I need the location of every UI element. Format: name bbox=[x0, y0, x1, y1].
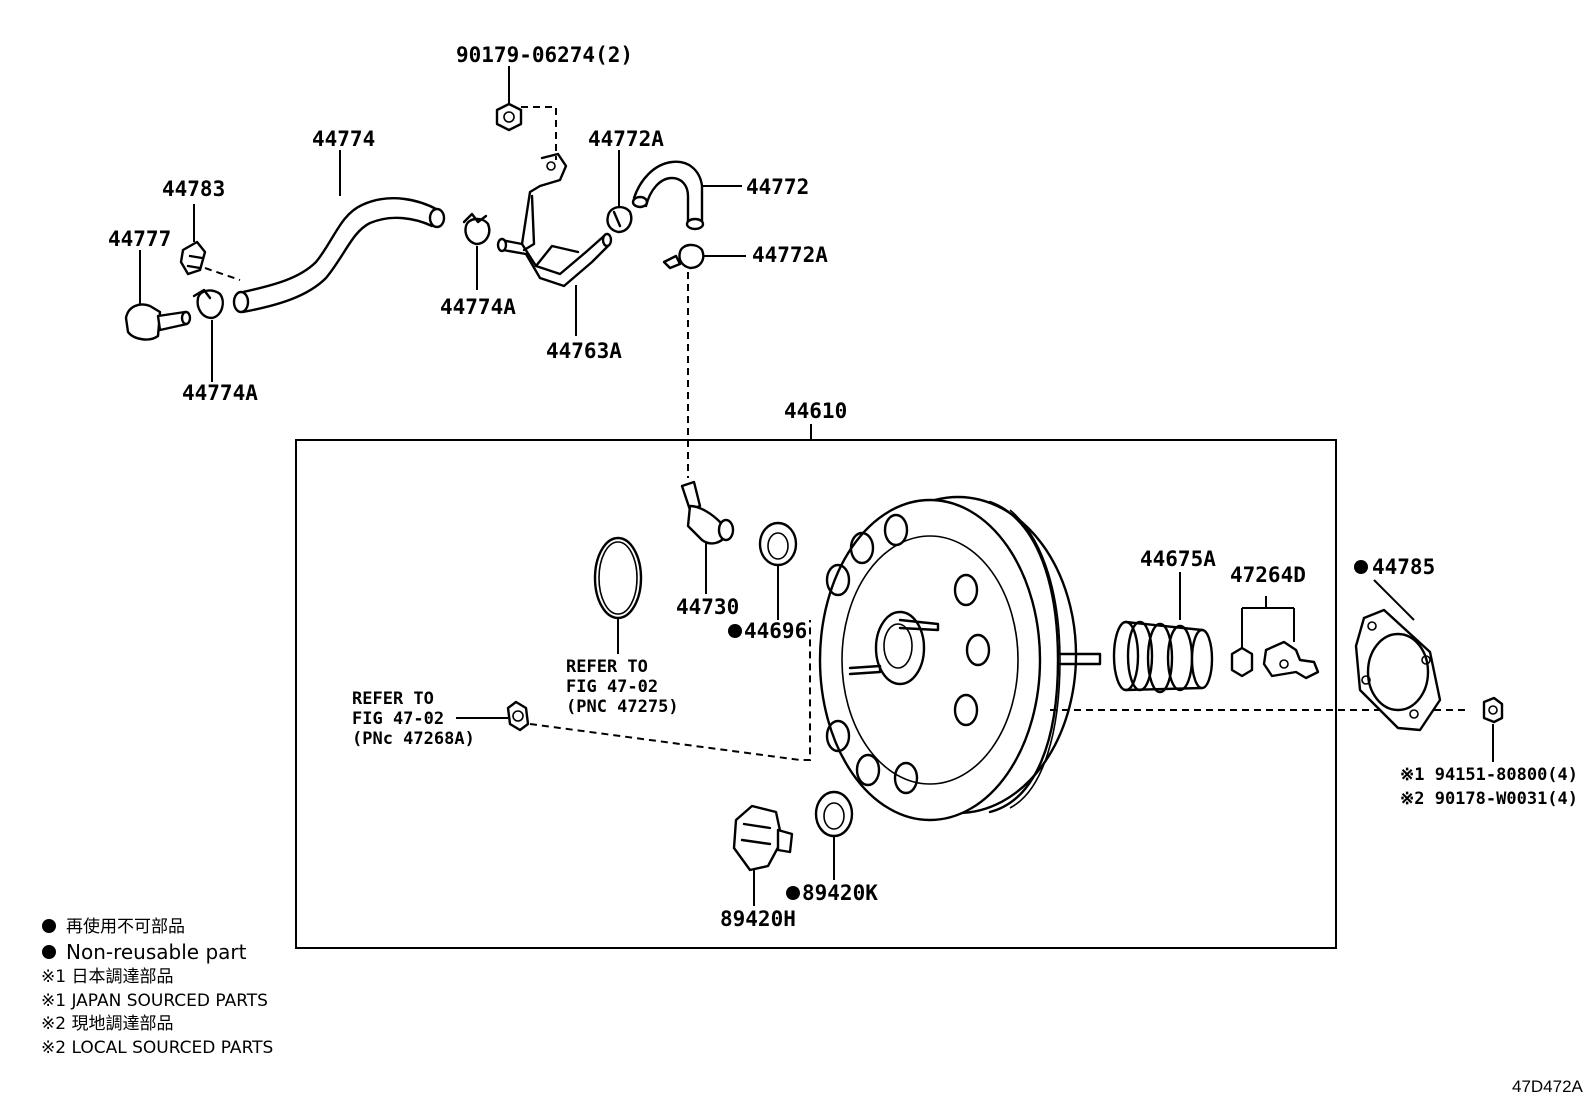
pressure-sensor-89420H[interactable] bbox=[732, 804, 794, 906]
legend-japan-jp: ※1 日本調達部品 bbox=[41, 967, 173, 987]
svg-text:REFER TO: REFER TO bbox=[566, 657, 648, 677]
figure-code: 47D472A bbox=[1512, 1077, 1584, 1096]
grommet-44696[interactable] bbox=[758, 521, 798, 620]
hose-44772[interactable] bbox=[631, 160, 742, 231]
label-89420K: 89420K bbox=[802, 881, 878, 905]
legend: 再使用不可部品 Non-reusable part ※1 日本調達部品 ※1 J… bbox=[41, 916, 273, 1058]
label-94151-80800: ※1 94151-80800(4) bbox=[1400, 765, 1578, 785]
label-44675A: 44675A bbox=[1140, 547, 1216, 571]
svg-text:REFER TO: REFER TO bbox=[352, 689, 434, 709]
svg-text:FIG 47-02: FIG 47-02 bbox=[566, 677, 658, 697]
legend-non-reusable-jp: 再使用不可部品 bbox=[66, 916, 185, 937]
assembly-boundary-44610 bbox=[295, 439, 1337, 949]
svg-text:(PNC 47275): (PNC 47275) bbox=[566, 697, 679, 717]
clip-44783[interactable] bbox=[179, 204, 241, 281]
label-47264D: 47264D bbox=[1230, 563, 1306, 587]
label-44730: 44730 bbox=[676, 595, 739, 619]
non-reusable-marker-89420K bbox=[786, 886, 800, 900]
label-90178-W0031: ※2 90178-W0031(4) bbox=[1400, 789, 1578, 809]
legend-non-reusable-en: Non-reusable part bbox=[66, 940, 247, 964]
label-44772: 44772 bbox=[746, 175, 809, 199]
hose-clamp-44772A-lower[interactable] bbox=[662, 243, 746, 478]
o-ring-pnc-47275[interactable] bbox=[593, 536, 643, 654]
label-44783: 44783 bbox=[162, 177, 225, 201]
nut-94151-90178[interactable] bbox=[1482, 696, 1504, 762]
brake-booster-body[interactable] bbox=[818, 495, 1470, 822]
non-reusable-marker-44696 bbox=[728, 624, 742, 638]
nut-pnc-47268A[interactable] bbox=[456, 620, 811, 761]
label-44774A-lower: 44774A bbox=[182, 381, 258, 405]
label-44696: 44696 bbox=[744, 619, 807, 643]
hose-44774[interactable] bbox=[232, 150, 446, 314]
label-44772A-upper: 44772A bbox=[588, 127, 664, 151]
non-reusable-marker-44785 bbox=[1354, 560, 1368, 574]
legend-local-en: ※2 LOCAL SOURCED PARTS bbox=[41, 1038, 273, 1058]
svg-text:FIG 47-02: FIG 47-02 bbox=[352, 709, 444, 729]
vacuum-pipe-44763A[interactable] bbox=[496, 152, 613, 336]
label-44772A-lower: 44772A bbox=[752, 243, 828, 267]
label-90179-06274: 90179-06274(2) bbox=[456, 43, 633, 67]
label-89420H: 89420H bbox=[720, 907, 796, 931]
hose-clamp-44774A-lower[interactable] bbox=[192, 288, 224, 382]
hose-clamp-44772A-upper[interactable] bbox=[606, 150, 633, 234]
label-44785: 44785 bbox=[1372, 555, 1435, 579]
nut-90179-06274[interactable] bbox=[495, 66, 557, 160]
check-valve-44730[interactable] bbox=[680, 480, 735, 594]
legend-japan-en: ※1 JAPAN SOURCED PARTS bbox=[41, 991, 268, 1011]
label-44774A-mid: 44774A bbox=[440, 295, 516, 319]
grommet-89420K[interactable] bbox=[814, 790, 854, 880]
label-44774: 44774 bbox=[312, 127, 375, 151]
label-44777: 44777 bbox=[108, 227, 171, 251]
hose-clamp-44774A-mid[interactable] bbox=[462, 212, 491, 290]
label-44610: 44610 bbox=[784, 399, 847, 423]
clevis-47264D[interactable] bbox=[1230, 596, 1320, 680]
refer-note-pnc-47275: REFER TO FIG 47-02 (PNC 47275) bbox=[566, 657, 679, 717]
legend-local-jp: ※2 現地調達部品 bbox=[41, 1014, 173, 1034]
boot-44675A[interactable] bbox=[1112, 572, 1214, 694]
svg-text:(PNc 47268A): (PNc 47268A) bbox=[352, 729, 475, 749]
refer-note-pnc-47268A: REFER TO FIG 47-02 (PNc 47268A) bbox=[352, 689, 475, 749]
label-44763A: 44763A bbox=[546, 339, 622, 363]
check-valve-44777[interactable] bbox=[124, 250, 192, 341]
gasket-44785[interactable] bbox=[1354, 579, 1442, 732]
